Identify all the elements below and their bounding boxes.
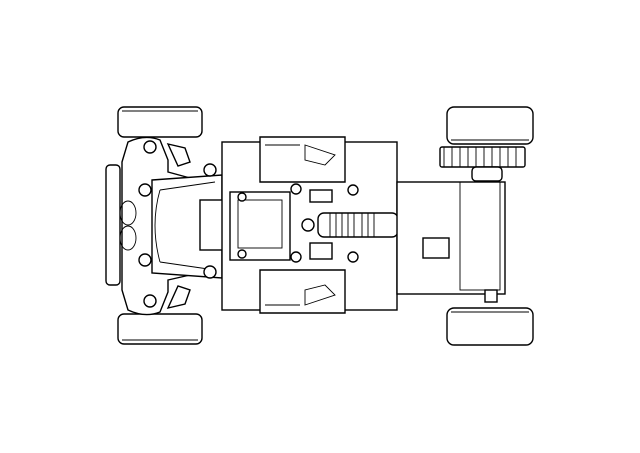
rear-right-wheel [446,307,534,346]
front-chassis-plate [151,163,231,279]
connector-bottom [309,242,333,260]
rear-left-wheel [446,106,534,145]
motor-connector [422,237,450,259]
connector-top [309,189,333,203]
rear-gearbox [396,181,506,303]
spur-gear [439,146,526,182]
front-left-wheel [117,106,203,138]
receiver-box [229,191,291,261]
front-right-wheel [117,313,203,345]
